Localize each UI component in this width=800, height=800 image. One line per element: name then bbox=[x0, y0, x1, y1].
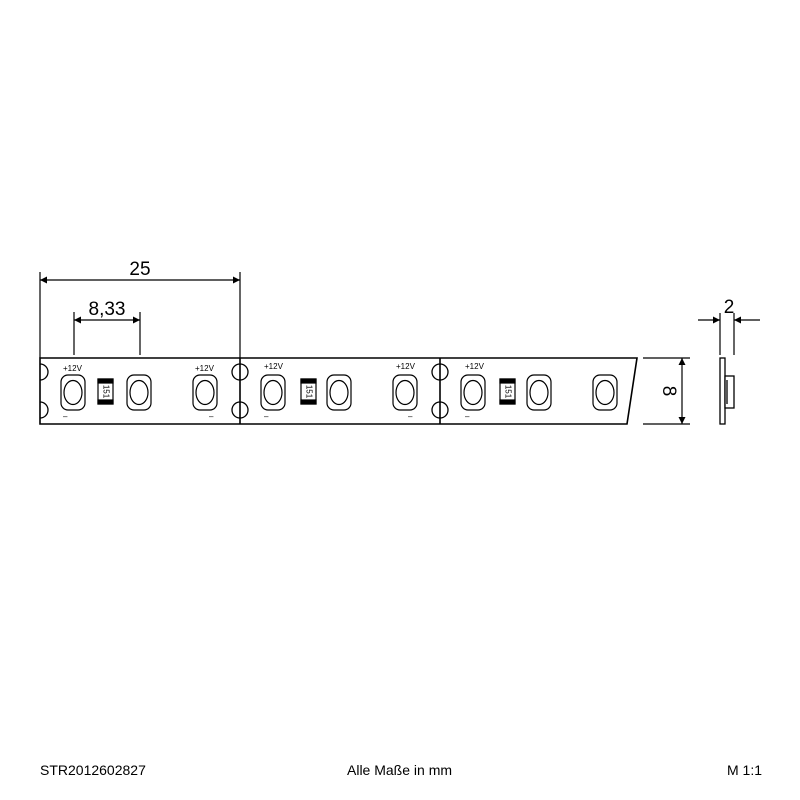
plus-label: +12V bbox=[396, 362, 416, 371]
resistor: 151 bbox=[97, 378, 114, 405]
resistor-code: 151 bbox=[304, 385, 313, 399]
scale-label: M 1:1 bbox=[726, 762, 762, 778]
resistors: 151 151 151 bbox=[97, 378, 516, 405]
resistor-code: 151 bbox=[101, 385, 110, 399]
minus-label: – bbox=[408, 412, 413, 421]
led-chip bbox=[260, 374, 286, 411]
dimension-width-label: 8 bbox=[658, 386, 679, 397]
dimension-pitch-label: 25 bbox=[129, 259, 150, 280]
led-chip bbox=[126, 374, 152, 411]
article-code: STR2012602827 bbox=[40, 762, 146, 778]
polarity-labels: +12V +12V +12V +12V +12V – – – – – bbox=[63, 362, 485, 421]
led-chip bbox=[326, 374, 352, 411]
dimension-pitch bbox=[39, 272, 241, 358]
plus-label: +12V bbox=[63, 364, 83, 373]
dimension-thickness bbox=[698, 313, 760, 355]
dimension-led-spacing bbox=[73, 312, 141, 355]
led-chip bbox=[192, 374, 218, 411]
resistor: 151 bbox=[300, 378, 317, 405]
resistor-code: 151 bbox=[503, 385, 512, 399]
minus-label: – bbox=[63, 412, 68, 421]
led-chip bbox=[392, 374, 418, 411]
led-chip bbox=[60, 374, 86, 411]
minus-label: – bbox=[264, 412, 269, 421]
plus-label: +12V bbox=[264, 362, 284, 371]
plus-label: +12V bbox=[195, 364, 215, 373]
resistor: 151 bbox=[499, 378, 516, 405]
dimension-thickness-label: 2 bbox=[724, 297, 735, 318]
led-chip bbox=[460, 374, 486, 411]
units-note: Alle Maße in mm bbox=[347, 762, 453, 778]
plus-label: +12V bbox=[465, 362, 485, 371]
strip-side-profile bbox=[719, 357, 735, 425]
dimension-width bbox=[643, 357, 690, 425]
led-chip bbox=[526, 374, 552, 411]
led-chips bbox=[60, 374, 618, 411]
minus-label: – bbox=[209, 412, 214, 421]
led-chip bbox=[592, 374, 618, 411]
minus-label: – bbox=[465, 412, 470, 421]
dimension-led-spacing-label: 8,33 bbox=[89, 299, 126, 320]
cut-marks bbox=[39, 363, 449, 419]
